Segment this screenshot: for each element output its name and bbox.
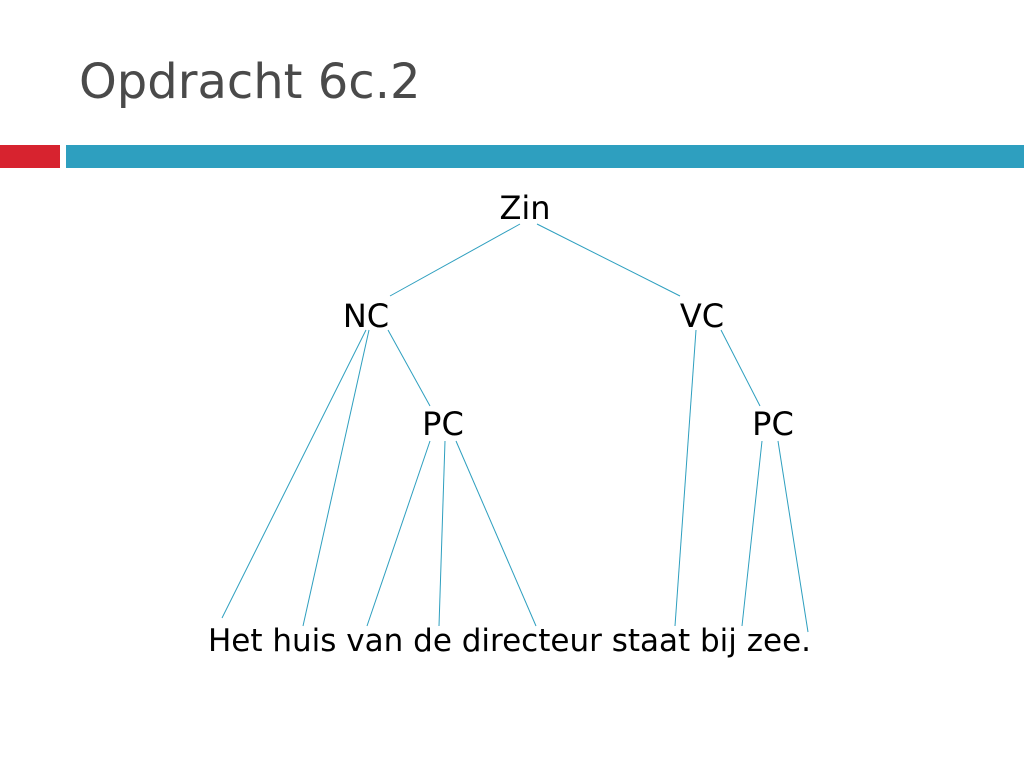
node-pc-left: PC [422,405,464,443]
edge-nc-het [221,329,367,619]
edge-pc-van [366,440,431,627]
node-vc: VC [679,297,725,335]
accent-bar-blue [66,145,1024,168]
node-zin: Zin [499,189,551,227]
sentence-text: Het huis van de directeur staat bij zee. [208,623,812,659]
edge-vc-pc [720,329,761,407]
edge-nc-huis [302,329,370,627]
edge-vc-staat [674,329,697,627]
node-nc: NC [342,297,390,335]
edge-zin-nc [389,223,521,297]
edge-pc-directeur [455,440,537,627]
accent-bar-red [0,145,60,168]
node-pc-right: PC [752,405,794,443]
edge-pc-bij [741,440,763,627]
slide-title: Opdracht 6c.2 [79,54,421,110]
edge-pc-zee [777,440,809,633]
edge-pc-de [438,440,446,627]
edge-nc-pc [387,329,431,407]
edge-zin-vc [536,223,681,297]
